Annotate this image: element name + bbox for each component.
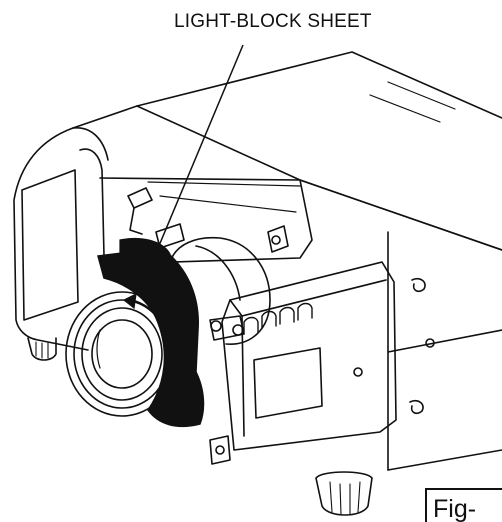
light-block-sheet-tab <box>119 237 171 263</box>
right-screw <box>425 338 435 348</box>
front-frame <box>99 177 313 265</box>
right-body <box>299 179 502 251</box>
projector-top-surface <box>72 51 502 129</box>
projector-top-edge <box>136 105 502 251</box>
figure-label: Fig- <box>433 495 477 522</box>
lens-ring-3 <box>81 307 163 401</box>
rear-foot-right <box>315 471 373 516</box>
control-window <box>253 347 323 419</box>
front-foot-left <box>27 337 57 361</box>
left-cap-inner <box>79 148 105 257</box>
projector-ridge <box>369 81 456 123</box>
bottom-bracket <box>209 435 231 465</box>
light-block-sheet-label: LIGHT-BLOCK SHEET <box>174 11 372 32</box>
control-panel <box>221 261 397 451</box>
right-vent-1 <box>411 277 426 292</box>
figure-label-box: Fig- <box>425 488 502 522</box>
right-panel-split <box>387 329 502 353</box>
panel-screw <box>353 367 363 377</box>
lens-glass <box>91 319 153 389</box>
left-cap <box>13 127 89 351</box>
front-frame-inner <box>147 181 301 213</box>
lens-barrel <box>169 236 271 345</box>
leader-line-arrow-icon <box>141 44 244 284</box>
control-buttons <box>243 302 313 335</box>
left-cap-panel <box>21 169 79 321</box>
right-vent-2 <box>409 399 424 414</box>
curved-double-arrow-icon <box>122 292 184 384</box>
